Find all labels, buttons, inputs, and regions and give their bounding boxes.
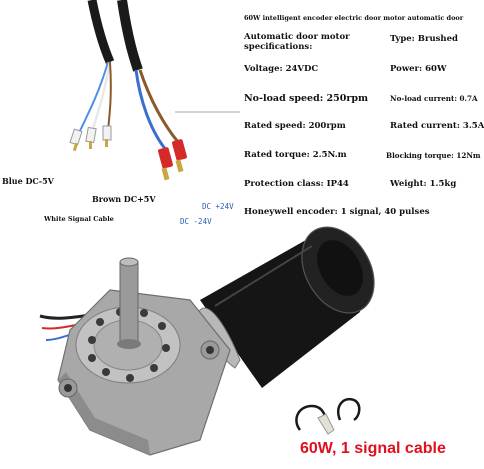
cable-sheaths	[87, 0, 143, 72]
power-terminals	[158, 139, 187, 181]
spec-noload-current: No-load current: 0.7A	[390, 94, 478, 103]
spec-rated-speed: Rated speed: 200rpm	[244, 121, 346, 131]
spec-rated-torque: Rated torque: 2.5N.m	[244, 150, 347, 160]
wire-label-dc-minus: DC -24V	[180, 217, 212, 226]
wire-label-blue: Blue DC-5V	[2, 176, 54, 186]
spec-voltage: Voltage: 24VDC	[244, 64, 319, 74]
spec-encoder: Honeywell encoder: 1 signal, 40 pulses	[244, 207, 430, 217]
spec-power: Power: 60W	[390, 64, 447, 74]
product-illustration	[39, 0, 375, 456]
motor	[39, 226, 375, 456]
spec-protection-class: Protection class: IP44	[244, 179, 349, 189]
spec-weight: Weight: 1.5kg	[390, 179, 457, 189]
specs-heading: Automatic door motor specifications:	[244, 32, 350, 52]
circlip-right	[337, 397, 361, 422]
shaft-key	[317, 413, 335, 435]
wire-label-brown: Brown DC+5V	[92, 194, 156, 204]
wire-label-white: White Signal Cable	[44, 215, 114, 223]
spec-type: Type: Brushed	[390, 34, 458, 44]
power-wires	[134, 69, 180, 151]
product-title: 60W intelligent encoder electric door mo…	[244, 14, 464, 22]
spec-noload-speed: No-load speed: 250rpm	[244, 93, 369, 104]
product-caption: 60W, 1 signal cable	[300, 440, 446, 457]
output-shaft	[119, 261, 139, 345]
spec-blocking-torque: Blocking torque: 12Nm	[386, 151, 481, 160]
wire-label-dc-plus: DC +24V	[202, 202, 234, 211]
retaining-clips	[295, 397, 361, 435]
spec-rated-current: Rated current: 3.5A	[390, 121, 484, 131]
signal-wires	[77, 61, 112, 136]
signal-terminals	[69, 125, 112, 152]
